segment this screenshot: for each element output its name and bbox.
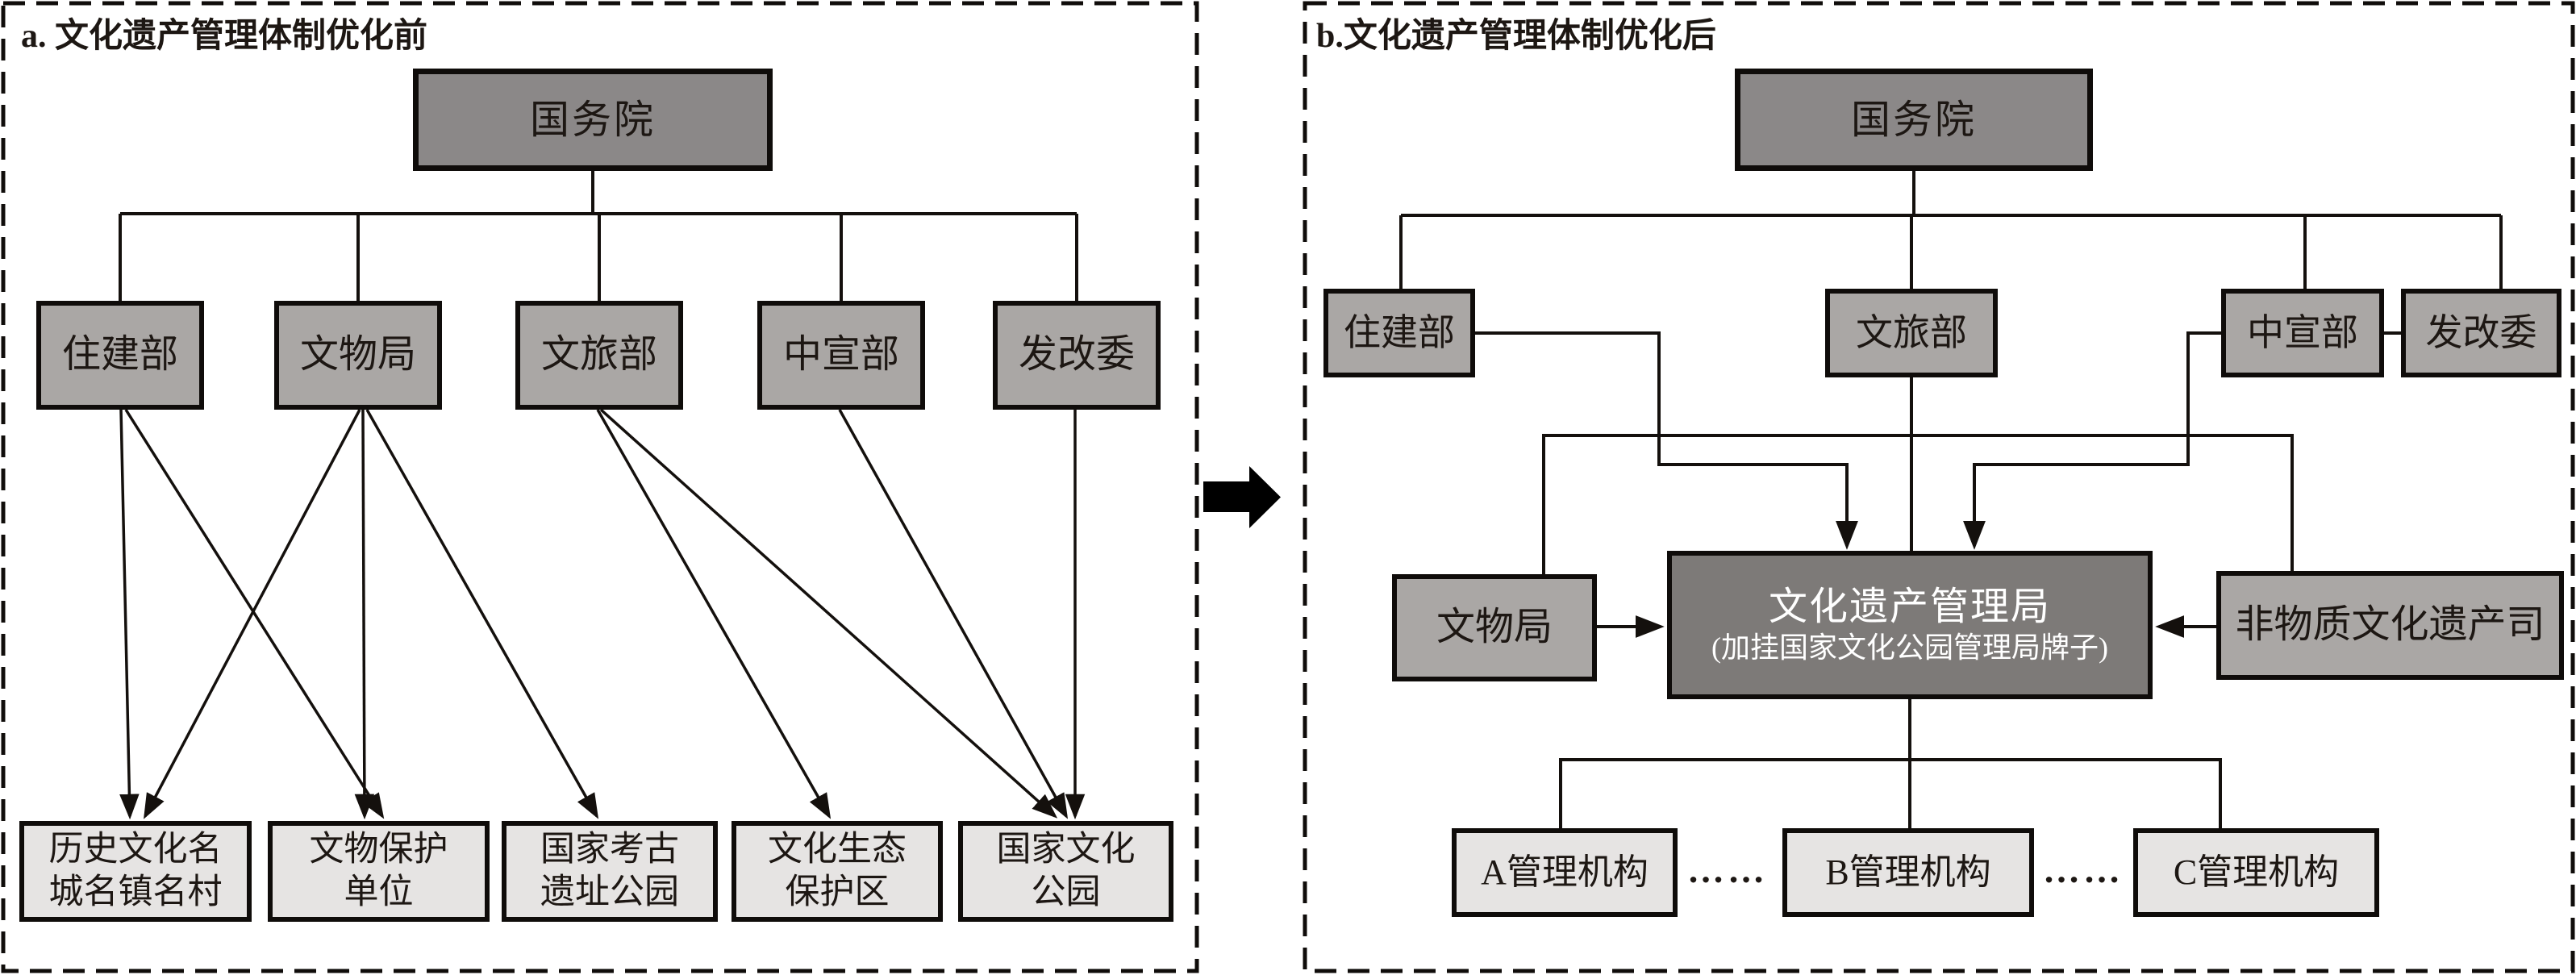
panel-a-heritage-protected-sites: 文物保护单位 [268, 821, 490, 922]
panel-b-org-b: B管理机构 [1782, 828, 2034, 917]
panel-b-org-c: C管理机构 [2133, 828, 2379, 917]
panel-a-ministry-zhujianbu: 住建部 [36, 301, 204, 410]
panel-a-ministry-zhongxuanbu: 中宣部 [757, 301, 925, 410]
heritage-label-line1: 历史文化名 [48, 831, 223, 869]
panel-a-ministry-fagaiwei: 发改委 [993, 301, 1161, 410]
panel-a-heritage-culture-parks: 国家文化公园 [958, 821, 1173, 922]
panel-b-ministry-zhujianbu: 住建部 [1323, 289, 1475, 377]
panel-b-heritage-admin: 文化遗产管理局 (加挂国家文化公园管理局牌子) [1667, 551, 2153, 699]
panel-a-heritage-eco-reserves: 文化生态保护区 [732, 821, 943, 922]
panel-b-ministry-zhongxuanbu: 中宣部 [2221, 289, 2384, 377]
heritage-label-line1: 国家文化 [996, 831, 1136, 869]
heritage-label-line1: 文物保护 [309, 831, 448, 869]
panel-b-title: b.文化遗产管理体制优化后 [1316, 18, 1716, 55]
panel-b-state-council: 国务院 [1735, 69, 2093, 171]
ellipsis-a-b: …… [1687, 849, 1768, 890]
panel-a-ministry-wenwuju: 文物局 [274, 301, 442, 410]
panel-b-lines [1399, 171, 2503, 828]
panel-a-ministry-wenlvbu: 文旅部 [515, 301, 683, 410]
panel-b-wenwuju: 文物局 [1392, 574, 1597, 681]
panel-a-heritage-historic-cities: 历史文化名城名镇名村 [19, 821, 252, 922]
panel-b-border [1303, 1, 2575, 973]
heritage-label-line2: 单位 [344, 873, 414, 911]
panel-b-org-a: A管理机构 [1452, 828, 1678, 917]
panel-b-ministry-fagaiwei: 发改委 [2401, 289, 2561, 377]
heritage-label-line1: 国家考古 [540, 831, 679, 869]
panel-a-title: a. 文化遗产管理体制优化前 [21, 18, 428, 55]
transition-arrow [1203, 466, 1281, 528]
heritage-label-line2: 城名镇名村 [48, 873, 223, 911]
heritage-admin-line2: (加挂国家文化公园管理局牌子) [1711, 631, 2108, 665]
panel-a-arrows [119, 408, 1086, 820]
ellipsis-b-c: …… [2043, 849, 2124, 890]
panel-a-border [1, 1, 1199, 973]
panel-a-tree-lines [119, 171, 1078, 301]
panel-a-state-council: 国务院 [413, 69, 773, 171]
panel-a-heritage-archaeo-parks: 国家考古遗址公园 [502, 821, 718, 922]
heritage-admin-line1: 文化遗产管理局 [1768, 585, 2051, 628]
heritage-label-line1: 文化生态 [768, 831, 907, 869]
heritage-label-line2: 公园 [1031, 873, 1101, 911]
heritage-label-line2: 保护区 [785, 873, 890, 911]
panel-b-intangible-heritage-dept: 非物质文化遗产司 [2216, 571, 2564, 680]
heritage-label-line2: 遗址公园 [540, 873, 679, 911]
panel-b-ministry-wenlvbu: 文旅部 [1825, 289, 1998, 377]
